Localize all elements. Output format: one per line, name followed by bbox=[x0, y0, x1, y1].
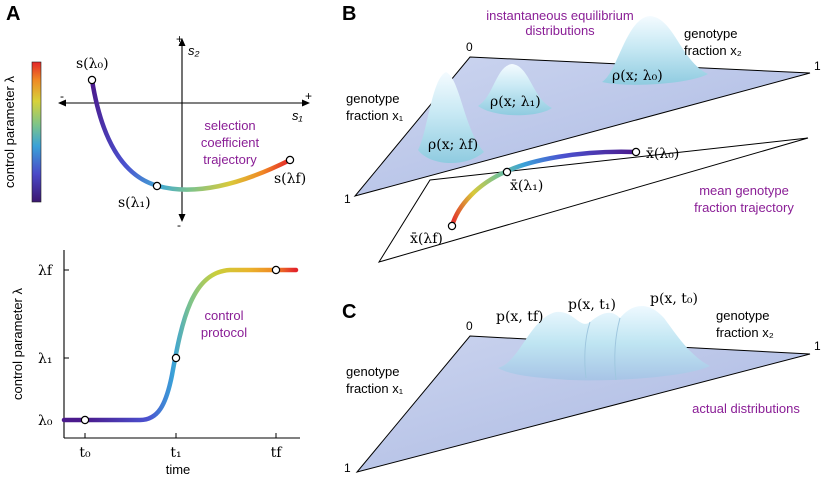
protocol-point-t1 bbox=[171, 353, 181, 363]
b-x2-label-1: genotype bbox=[684, 26, 738, 41]
xtick-tf: tf bbox=[271, 445, 284, 461]
b-caption-mean-1: mean genotype bbox=[699, 183, 789, 198]
rho-lambda0: ρ(x; λ₀) bbox=[612, 68, 663, 84]
traj-label-lambdaf: s(λf) bbox=[274, 171, 306, 187]
panel-a-letter: A bbox=[6, 3, 20, 25]
s2-axis-label: s₂ bbox=[188, 43, 200, 58]
rho-lambda1: ρ(x; λ₁) bbox=[490, 94, 541, 110]
s1-plus: + bbox=[305, 89, 312, 103]
c-x1-label-2: fraction x₁ bbox=[346, 381, 404, 396]
s1-minus: - bbox=[60, 89, 64, 103]
c-peaks-surface bbox=[498, 305, 710, 381]
ytick-lambda1: λ₁ bbox=[38, 351, 53, 367]
b-x2-label-2: fraction x₂ bbox=[684, 43, 742, 58]
mean-point-lambdaf bbox=[447, 221, 457, 231]
b-caption-mean-2: fraction trajectory bbox=[694, 200, 794, 215]
traj-label-lambda0: s(λ₀) bbox=[76, 56, 109, 72]
b-corner-1-left: 1 bbox=[344, 192, 351, 206]
c-corner-1-left: 1 bbox=[344, 461, 351, 475]
mean-label-lambdaf: x̄(λf) bbox=[410, 231, 443, 247]
panel-b-letter: B bbox=[342, 3, 356, 25]
peak-lambda0 bbox=[602, 16, 708, 85]
traj-point-lambda1 bbox=[152, 181, 162, 191]
c-corner-0: 0 bbox=[466, 319, 473, 333]
protocol-point-t0 bbox=[80, 415, 90, 425]
s2-plus: + bbox=[176, 32, 183, 46]
c-caption: actual distributions bbox=[692, 401, 800, 416]
b-mean-plane bbox=[377, 137, 809, 263]
c-x2-label-2: fraction x₂ bbox=[716, 325, 774, 340]
panel-c-letter: C bbox=[342, 301, 356, 323]
colorbar-label: control parameter λ bbox=[2, 76, 17, 188]
p-t1: p(x, t₁) bbox=[568, 297, 616, 313]
mean-point-lambda0 bbox=[631, 147, 641, 157]
traj-label-lambda1: s(λ₁) bbox=[118, 195, 151, 211]
traj-caption-1: selection bbox=[204, 118, 255, 133]
c-x1-label-1: genotype bbox=[346, 364, 400, 379]
c-corner-1-right: 1 bbox=[814, 339, 821, 353]
protocol-caption-1: control bbox=[204, 308, 243, 323]
protocol-point-tf bbox=[271, 265, 281, 275]
b-corner-1-right: 1 bbox=[814, 59, 821, 73]
c-peak-divider-2 bbox=[614, 317, 621, 381]
protocol-axes bbox=[63, 250, 300, 439]
ytick-lambda0: λ₀ bbox=[38, 413, 53, 429]
mean-label-lambda0: x̄(λ₀) bbox=[646, 146, 679, 162]
protocol-xlabel: time bbox=[166, 462, 191, 477]
c-x2-label-1: genotype bbox=[716, 308, 770, 323]
peak-lambda1 bbox=[478, 64, 552, 116]
p-tf: p(x, tf) bbox=[496, 309, 544, 325]
c-peak-divider-1 bbox=[584, 321, 591, 379]
p-t0: p(x, t₀) bbox=[650, 291, 698, 307]
mean-point-lambda1 bbox=[502, 167, 512, 177]
ytick-lambdaf: λf bbox=[38, 263, 54, 279]
traj-point-lambda0 bbox=[87, 75, 97, 85]
traj-point-lambdaf bbox=[285, 155, 295, 165]
control-protocol-curve bbox=[61, 267, 299, 423]
colorbar bbox=[31, 61, 42, 203]
protocol-caption-2: protocol bbox=[201, 325, 247, 340]
s2-minus: - bbox=[177, 218, 181, 232]
s1-axis-label: s₁ bbox=[292, 108, 303, 123]
b-x1-label-2: fraction x₁ bbox=[346, 108, 404, 123]
traj-caption-3: trajectory bbox=[203, 152, 257, 167]
b-caption-top-2: distributions bbox=[525, 23, 595, 38]
protocol-ylabel: control parameter λ bbox=[10, 288, 25, 400]
b-x1-label-1: genotype bbox=[346, 91, 400, 106]
traj-caption-2: coefficient bbox=[201, 135, 260, 150]
mean-label-lambda1: x̄(λ₁) bbox=[510, 178, 543, 194]
b-caption-top-1: instantaneous equilibrium bbox=[486, 8, 633, 23]
selection-trajectory-curve bbox=[89, 77, 293, 192]
xtick-t1: t₁ bbox=[170, 445, 181, 461]
xtick-t0: t₀ bbox=[79, 445, 91, 461]
b-corner-0: 0 bbox=[466, 40, 473, 54]
peak-lambdaf bbox=[418, 72, 484, 164]
rho-lambdaf: ρ(x; λf) bbox=[428, 137, 478, 153]
